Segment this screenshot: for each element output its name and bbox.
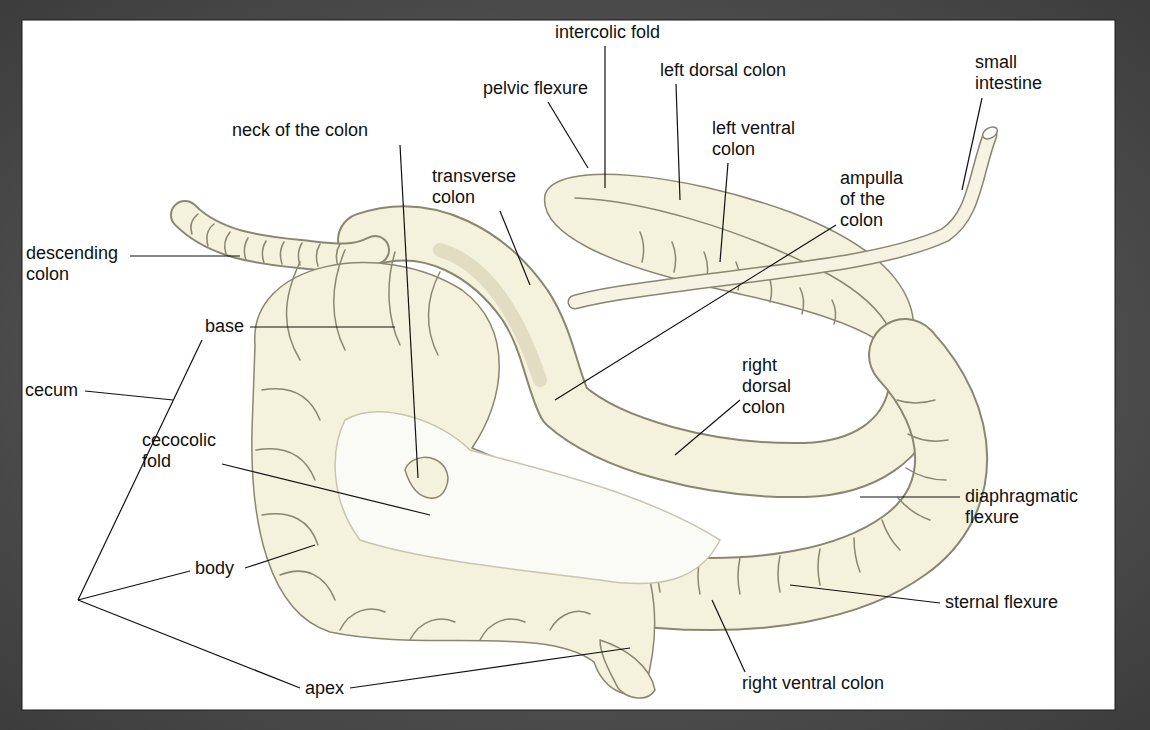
part-label: cecocolic fold [142, 430, 232, 472]
leader-line [555, 225, 836, 400]
drawing-part [818, 549, 820, 585]
leader-line [245, 545, 315, 568]
part-label: transverse colon [432, 166, 532, 208]
drawing-part [244, 238, 248, 260]
leader-line [130, 255, 240, 256]
drawing-part [256, 449, 315, 480]
part-label: left dorsal colon [660, 60, 786, 81]
leader-line [500, 211, 530, 285]
panel [22, 20, 1115, 710]
leader-line [962, 98, 982, 190]
leader-line [604, 46, 605, 188]
leader-line [400, 145, 418, 478]
leader-line [350, 648, 630, 688]
drawing-part [672, 242, 676, 272]
drawing-part [738, 558, 740, 594]
small-intestine-outline [575, 135, 990, 302]
part-label: left ventral colon [712, 118, 822, 160]
leader-line [675, 400, 740, 455]
leader-line [676, 84, 680, 200]
leader-lines [78, 46, 982, 688]
drawing-part [410, 619, 455, 640]
part-label: body [195, 558, 234, 579]
drawing-part [262, 389, 320, 420]
drawing-part [640, 232, 644, 262]
part-label: cecum [25, 380, 78, 401]
part-label: base [205, 316, 244, 337]
part-label: right ventral colon [742, 673, 884, 694]
cecocolic-fold [335, 412, 720, 584]
drawing-part [389, 252, 400, 345]
drawing-part [778, 556, 780, 592]
drawing-part [800, 288, 804, 314]
drawing-part [262, 241, 266, 263]
leader-line [712, 600, 745, 672]
leader-line [222, 464, 430, 515]
drawing-part [832, 300, 836, 324]
leader-line [250, 326, 395, 327]
leader-line [860, 496, 960, 497]
drawing-part [897, 400, 935, 403]
part-label: ampulla of the colon [840, 168, 912, 231]
leader-line [720, 163, 728, 262]
drawing-part [316, 244, 320, 266]
drawing-part [882, 520, 900, 550]
part-label: neck of the colon [232, 120, 368, 141]
leader-line [78, 600, 300, 688]
drawing-part [225, 232, 230, 254]
drawing-part [280, 242, 284, 264]
part-label: small intestine [975, 52, 1055, 94]
leader-line [78, 571, 190, 600]
drawing-part [898, 498, 930, 520]
drawing-part [854, 538, 860, 572]
leader-line [78, 340, 202, 600]
drawing-part [340, 609, 385, 630]
neck-of-colon [405, 457, 448, 498]
drawing-part [908, 434, 948, 441]
drawing-part [480, 619, 525, 640]
drawing-part [428, 272, 440, 355]
drawing-part [334, 250, 345, 350]
part-label: pelvic flexure [483, 78, 588, 99]
leader-line [85, 391, 173, 400]
drawing-part [550, 611, 590, 630]
drawing-part [262, 514, 318, 545]
drawing-part [287, 262, 301, 360]
small-intestine-end [981, 125, 1000, 142]
part-label: diaphragmatic flexure [965, 486, 1095, 528]
part-label: descending colon [26, 243, 136, 285]
part-label: sternal flexure [945, 592, 1058, 613]
part-label: intercolic fold [555, 22, 660, 43]
part-label: apex [305, 678, 344, 699]
drawing-part [280, 571, 335, 600]
intestine-drawing [185, 125, 999, 698]
drawing-part [207, 224, 214, 246]
drawing-part [191, 214, 198, 234]
sacculation [191, 214, 340, 266]
leader-line [548, 102, 588, 168]
part-label: right dorsal colon [742, 355, 806, 418]
leader-line [790, 585, 940, 603]
small-intestine [575, 135, 990, 302]
drawing-part [906, 468, 946, 480]
